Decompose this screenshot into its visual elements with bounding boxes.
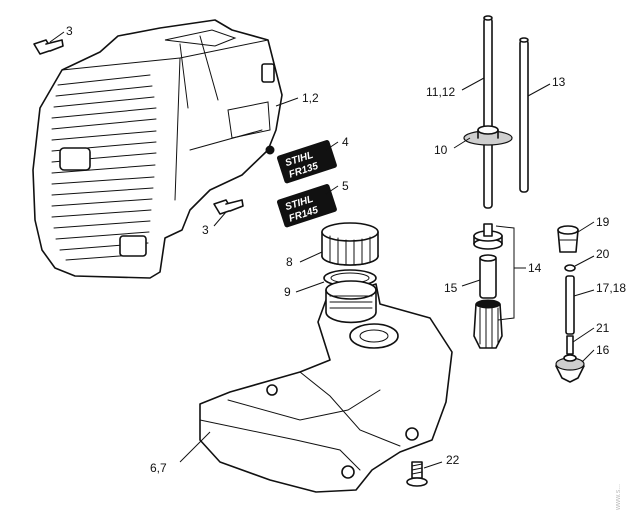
callout-13: 13 — [552, 75, 566, 89]
leader-16 — [581, 349, 595, 363]
callout-9: 9 — [284, 285, 291, 299]
leader-1718 — [573, 289, 595, 297]
leader-4 — [325, 141, 339, 151]
callout-14: 14 — [528, 261, 542, 275]
pickup-body-part — [473, 223, 503, 250]
callout-5: 5 — [342, 179, 349, 193]
leader-13 — [527, 83, 551, 97]
callout-22: 22 — [446, 453, 460, 467]
decal-fr145: STIHL FR145 — [276, 184, 337, 228]
leader-5 — [325, 185, 339, 195]
callout-3b: 3 — [202, 223, 209, 237]
leader-67 — [179, 431, 211, 463]
screw-part-middle — [213, 199, 244, 215]
callout-16: 16 — [596, 343, 610, 357]
leader-12 — [275, 97, 299, 107]
callout-labels: 3 1,2 4 5 3 8 9 6,7 22 11,12 13 10 15 14… — [66, 24, 626, 475]
leader-3a — [49, 31, 65, 43]
bracket-14 — [495, 225, 515, 321]
callout-17-18: 17,18 — [596, 281, 626, 295]
leader-19 — [577, 221, 595, 233]
leader-8 — [299, 251, 323, 263]
vent-cap-part — [557, 225, 579, 253]
vent-tube-part — [565, 275, 575, 335]
leader-lines — [49, 31, 595, 469]
fuel-tank-part — [199, 280, 453, 493]
watermark: www.s... — [615, 484, 622, 511]
callout-11-12: 11,12 — [426, 85, 455, 99]
leader-10 — [453, 137, 471, 149]
leader-20 — [574, 255, 595, 267]
callout-15: 15 — [444, 281, 458, 295]
callout-1-2: 1,2 — [302, 91, 319, 105]
callout-6-7: 6,7 — [150, 461, 167, 475]
callout-19: 19 — [596, 215, 610, 229]
callout-10: 10 — [434, 143, 448, 157]
callout-20: 20 — [596, 247, 610, 261]
fuel-hose-part — [483, 15, 493, 209]
filter-sleeve-part — [479, 254, 497, 299]
grommet-part — [463, 125, 513, 146]
ring-part — [564, 264, 576, 272]
shroud-part — [32, 19, 283, 279]
callout-8: 8 — [286, 255, 293, 269]
vent-stem-part — [566, 335, 574, 355]
callout-4: 4 — [342, 135, 349, 149]
fuel-cap-part — [321, 222, 379, 266]
leader-22 — [423, 461, 443, 469]
callout-21: 21 — [596, 321, 610, 335]
leader-15 — [461, 279, 481, 287]
leader-9 — [295, 281, 325, 293]
return-hose-part — [519, 37, 529, 193]
leader-3b — [213, 211, 227, 227]
callout-3a: 3 — [66, 24, 73, 38]
tank-screw-part — [406, 461, 428, 487]
screw-part-top — [33, 39, 64, 55]
vent-valve-part — [555, 354, 585, 383]
leader-21 — [572, 327, 595, 343]
decal-fr135: STIHL FR135 — [276, 140, 337, 184]
filter-part — [473, 299, 503, 349]
leader-1112 — [461, 77, 485, 91]
